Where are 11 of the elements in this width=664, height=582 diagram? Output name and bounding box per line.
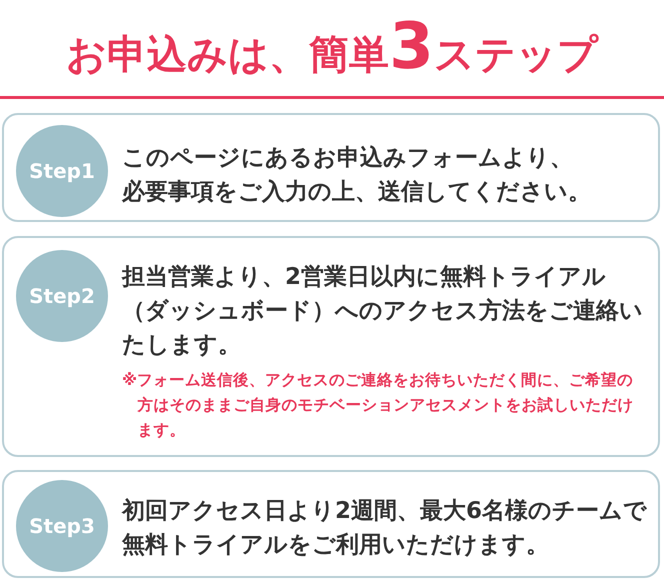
- step-badge: Step1: [16, 125, 108, 217]
- step-description: 担当営業より、2営業日以内に無料トライアル（ダッシュボード）へのアクセス方法をご連絡いたします。: [122, 263, 644, 360]
- step-card: [2, 236, 660, 457]
- title: お申込みは、簡単3ステップ: [65, 12, 600, 86]
- note-text: ※フォーム送信後、アクセスのご連絡をお待ちいただく間に、ご希望の方はそのままご自身のモチベーションアセスメントをお試しいただけます。: [122, 370, 634, 441]
- step-badge: Step2: [16, 250, 108, 342]
- step-card: [2, 113, 660, 222]
- step-description: このページにあるお申込みフォームより、必要事項をご入力の上、送信してください。: [122, 144, 592, 207]
- step-description: 初回アクセス日より2週間、最大6名様のチームで無料トライアルをご利用いただけます。: [122, 497, 647, 560]
- step-card: [2, 470, 660, 578]
- step-badge: Step3: [16, 480, 108, 572]
